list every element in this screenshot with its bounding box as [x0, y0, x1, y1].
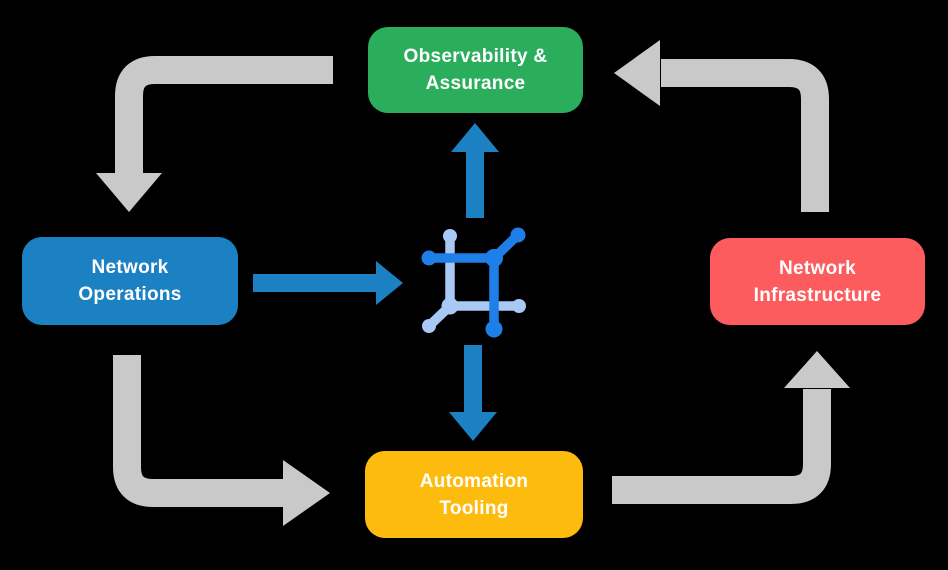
node-label-line: Tooling — [439, 497, 509, 519]
arrowhead-right — [283, 460, 330, 526]
arrow-center-icon-to-automation — [449, 345, 497, 441]
node-network-infrastructure: Network Infrastructure — [710, 238, 925, 325]
node-label-line: Automation — [419, 470, 529, 492]
icon-node — [443, 229, 457, 243]
network-mesh-icon — [421, 227, 526, 338]
node-observability-assurance: Observability & Assurance — [368, 27, 583, 113]
node-label-line: Observability & — [403, 46, 548, 67]
node-label-line: Network — [91, 257, 169, 278]
arrowhead-right — [376, 261, 403, 305]
arrowhead-down — [449, 412, 497, 441]
icon-node — [512, 299, 526, 313]
node-label-line: Operations — [78, 284, 182, 305]
icon-node — [485, 249, 503, 267]
icon-node — [441, 297, 459, 315]
icon-node — [485, 320, 503, 338]
arrowhead-down — [96, 173, 162, 212]
node-network-operations: Network Operations — [22, 237, 238, 325]
arrow-center-icon-to-observability — [451, 123, 499, 218]
icon-node — [422, 319, 436, 333]
arrowhead-left — [614, 40, 660, 106]
arrowhead-up — [784, 351, 850, 388]
node-label-line: Infrastructure — [753, 284, 882, 306]
arrow-automation-to-infrastructure — [612, 351, 850, 504]
arrow-operations-to-automation — [113, 355, 330, 526]
icon-node — [510, 227, 526, 243]
arrow-operations-to-center-icon — [253, 261, 403, 305]
arrow-infrastructure-to-observability — [614, 40, 829, 212]
node-label-line: Assurance — [425, 73, 526, 94]
node-automation-tooling: Automation Tooling — [365, 451, 583, 538]
icon-node — [421, 250, 437, 266]
arrow-observability-to-operations — [96, 56, 333, 212]
arrowhead-up — [451, 123, 499, 152]
node-label-line: Network — [778, 257, 857, 279]
